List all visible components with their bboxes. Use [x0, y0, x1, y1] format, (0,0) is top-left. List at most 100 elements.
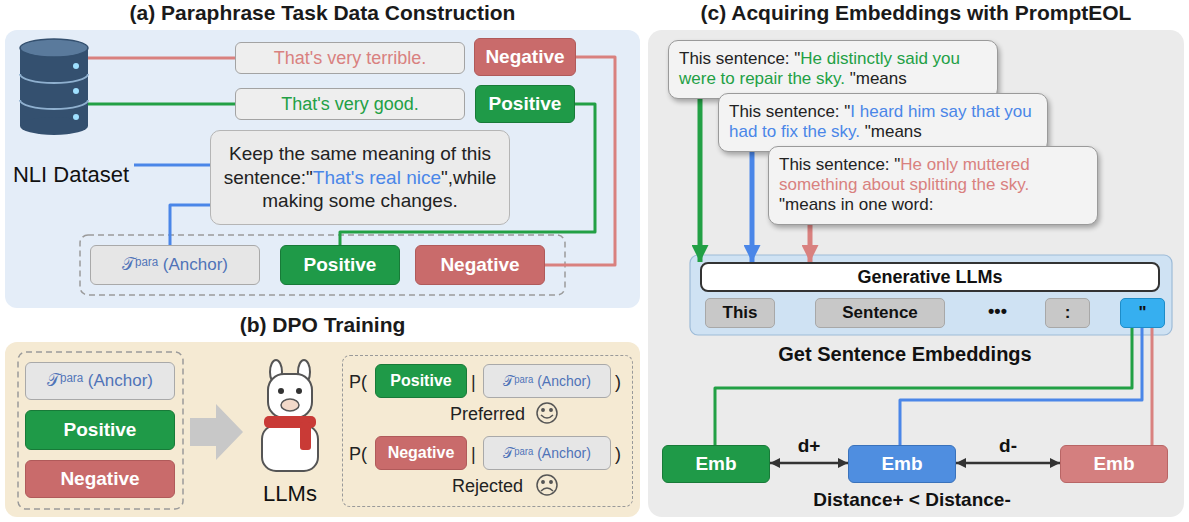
embedding-box: Emb — [1060, 445, 1168, 483]
embedding-box: Emb — [848, 445, 956, 483]
label-text: Positive — [304, 254, 377, 276]
label-text: Negative — [440, 254, 519, 276]
probability-text: | — [471, 372, 476, 393]
section-label: Get Sentence Embeddings — [760, 343, 1050, 366]
embedding-text: Emb — [695, 453, 736, 475]
probability-text: Rejected — [343, 476, 632, 497]
connector — [808, 225, 813, 262]
block-arrow — [190, 404, 243, 460]
quoted-run: That's real nice — [313, 167, 441, 188]
label-text: Positive — [489, 93, 562, 115]
label-box: Positive — [475, 85, 575, 123]
text-run: "means — [865, 122, 922, 141]
connector — [170, 205, 210, 245]
token-box: : — [1045, 298, 1090, 328]
panel-heading: (b) DPO Training — [5, 313, 640, 337]
label-text: Positive — [390, 372, 451, 390]
model-box: Generative LLMs — [700, 262, 1160, 292]
anchor-text: 𝒯ᵖᵃʳᵃ (Anchor) — [47, 371, 153, 391]
prompt-text: Keep the same meaning of this sentence:"… — [223, 142, 497, 213]
distance-label: d+ — [795, 435, 824, 457]
panel-heading: (c) Acquiring Embeddings with PromptEOL — [648, 1, 1184, 25]
probability-text: P( — [349, 444, 367, 465]
panel: (c) Acquiring Embeddings with PromptEOLT… — [648, 30, 1184, 517]
label-box: Negative — [375, 436, 467, 470]
database: NLI Dataset — [8, 38, 134, 188]
ellipsis-token: ••• — [960, 301, 1035, 322]
dashed-group — [18, 352, 183, 509]
token-box: This — [705, 298, 775, 328]
connector — [134, 57, 235, 60]
label-box: Positive — [25, 410, 175, 450]
icon-caption: NLI Dataset — [8, 162, 134, 188]
probability-box: P(|)PreferredP(|)RejectedPositive𝒯ᵖᵃʳᵃ (… — [342, 355, 633, 507]
llama-icon — [262, 360, 318, 471]
label-box: Negative — [25, 460, 175, 498]
anchor-text: 𝒯ᵖᵃʳᵃ (Anchor) — [122, 255, 228, 275]
probability-text: Preferred — [343, 404, 632, 425]
connector — [698, 99, 703, 262]
connector — [770, 462, 848, 465]
connector — [1151, 328, 1154, 445]
probability-text: P( — [349, 372, 367, 393]
connector — [715, 328, 1132, 445]
embedding-box: Emb — [662, 445, 770, 483]
dashed-group — [80, 235, 565, 295]
text-run: This sentence: " — [729, 102, 850, 121]
text-run: This sentence: " — [679, 49, 800, 68]
anchor-box: 𝒯ᵖᵃʳᵃ (Anchor) — [25, 362, 175, 400]
probability-text: | — [471, 444, 476, 465]
token-text: This — [723, 303, 758, 323]
label-box: Positive — [375, 364, 467, 398]
label-text: Negative — [485, 46, 564, 68]
prompt-card: This sentence: "He only muttered somethi… — [768, 146, 1098, 225]
prompt-text: This sentence: "I heard him say that you… — [729, 102, 1037, 143]
caption-text: Distance+ < Distance- — [752, 489, 1072, 511]
prompt-text: This sentence: "He distinctly said you w… — [679, 49, 987, 90]
prompt-box: Keep the same meaning of this sentence:"… — [210, 130, 510, 225]
anchor-text: 𝒯ᵖᵃʳᵃ (Anchor) — [503, 373, 591, 389]
label-text: Negative — [388, 444, 455, 462]
connector — [134, 164, 210, 167]
anchor-text: 𝒯ᵖᵃʳᵃ (Anchor) — [503, 445, 591, 461]
panel-ground — [5, 342, 640, 517]
token-text: : — [1065, 303, 1071, 323]
sentence-box: That's very good. — [235, 88, 465, 120]
connector — [134, 103, 235, 106]
anchor-box: 𝒯ᵖᵃʳᵃ (Anchor) — [483, 364, 611, 398]
label-box: Negative — [474, 38, 576, 76]
sentence-box: That's very terrible. — [235, 42, 465, 74]
wire-stub — [88, 57, 134, 60]
embedding-text: Emb — [881, 453, 922, 475]
model-text: Generative LLMs — [857, 267, 1002, 288]
panel-heading: (a) Paraphrase Task Data Construction — [5, 1, 640, 25]
panel-ground — [648, 30, 1184, 517]
label-box: Positive — [280, 245, 400, 285]
panel: (a) Paraphrase Task Data ConstructionNLI… — [5, 30, 640, 308]
token-band — [690, 255, 1172, 335]
connector — [750, 152, 755, 262]
icon-caption: LLMs — [245, 481, 335, 507]
embedding-text: Emb — [1093, 453, 1134, 475]
sentence-text: That's very good. — [281, 94, 419, 115]
label-text: Positive — [64, 419, 137, 441]
wire-stub — [88, 103, 134, 106]
panel: (b) DPO Training𝒯ᵖᵃʳᵃ (Anchor)PositiveNe… — [5, 342, 640, 517]
text-run: This sentence: " — [779, 155, 900, 174]
llm-icon: LLMs — [245, 355, 335, 507]
panel-ground — [5, 30, 640, 308]
prompt-card: This sentence: "He distinctly said you w… — [668, 40, 998, 99]
token-box: Sentence — [815, 298, 945, 328]
anchor-box: 𝒯ᵖᵃʳᵃ (Anchor) — [90, 245, 260, 285]
probability-text: ) — [615, 444, 621, 465]
sad-face — [537, 475, 557, 495]
token-box: " — [1120, 298, 1165, 328]
sentence-text: That's very terrible. — [274, 48, 426, 69]
label-box: Negative — [415, 245, 545, 285]
probability-text: ) — [615, 372, 621, 393]
connector — [956, 462, 1060, 465]
token-text: Sentence — [842, 303, 918, 323]
prompt-text: This sentence: "He only muttered somethi… — [779, 155, 1087, 216]
text-run: "means — [850, 69, 907, 88]
